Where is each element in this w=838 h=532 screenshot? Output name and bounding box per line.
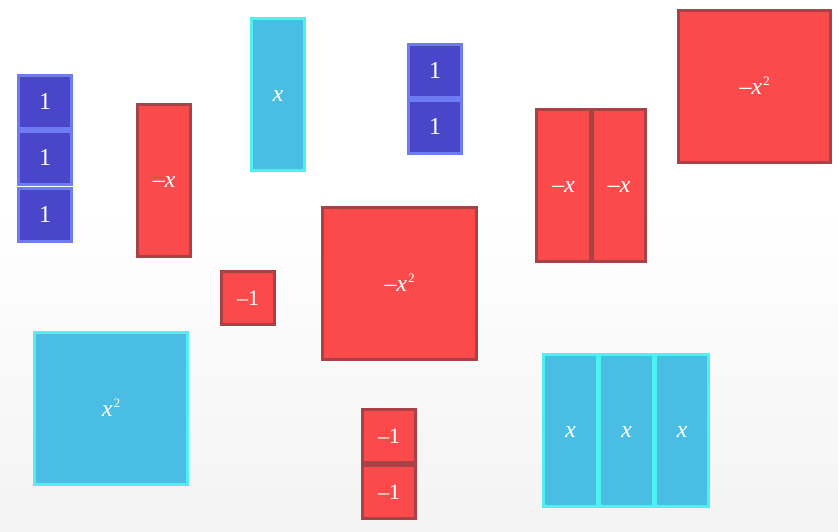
tile-label-base: –x — [739, 73, 763, 100]
tile-label: x — [621, 417, 632, 443]
x-tile-negative[interactable]: –x — [591, 108, 647, 263]
unit-tile-negative[interactable]: –1 — [361, 464, 417, 520]
x-tile-positive[interactable]: x — [250, 17, 306, 172]
tile-label: x — [676, 417, 688, 443]
unit-tile-positive[interactable]: 1 — [407, 43, 463, 99]
x-tile-negative[interactable]: –x — [535, 108, 592, 263]
unit-tile-negative[interactable]: –1 — [361, 408, 417, 464]
x-squared-tile-negative[interactable]: –x2 — [677, 9, 832, 164]
tile-label: 1 — [39, 144, 51, 171]
unit-tile-positive[interactable]: 1 — [17, 187, 73, 243]
unit-tile-negative[interactable]: –1 — [220, 270, 276, 326]
x-tile-positive[interactable]: x — [598, 353, 655, 508]
unit-tile-positive[interactable]: 1 — [17, 74, 73, 130]
tile-label: 1 — [429, 113, 441, 140]
x-tile-negative[interactable]: –x — [136, 103, 192, 258]
unit-tile-positive[interactable]: 1 — [17, 130, 73, 186]
tile-label: x2 — [102, 395, 120, 423]
tile-label: –x — [607, 172, 631, 198]
x-squared-tile-positive[interactable]: x2 — [33, 331, 189, 486]
tile-label-base: x — [101, 395, 113, 422]
tile-label: –x2 — [739, 73, 769, 101]
tile-label-exponent: 2 — [113, 394, 121, 410]
tile-label: 1 — [39, 201, 51, 228]
tile-label: 1 — [429, 57, 441, 84]
tile-label: –x2 — [384, 270, 414, 298]
x-squared-tile-negative[interactable]: –x2 — [321, 206, 478, 361]
tile-label-exponent: 2 — [408, 269, 415, 285]
tile-label: –1 — [378, 423, 400, 448]
tile-label: –1 — [237, 285, 259, 310]
tile-label: –1 — [378, 479, 400, 504]
tile-label: x — [565, 417, 576, 443]
tile-label: x — [272, 81, 284, 107]
tile-label: –x — [552, 172, 575, 198]
tile-label-base: –x — [384, 270, 408, 297]
tile-label: 1 — [39, 88, 51, 115]
tile-label-exponent: 2 — [763, 72, 770, 88]
x-tile-positive[interactable]: x — [654, 353, 710, 508]
tile-label: –x — [152, 167, 176, 193]
x-tile-positive[interactable]: x — [542, 353, 599, 508]
unit-tile-positive[interactable]: 1 — [407, 99, 463, 155]
